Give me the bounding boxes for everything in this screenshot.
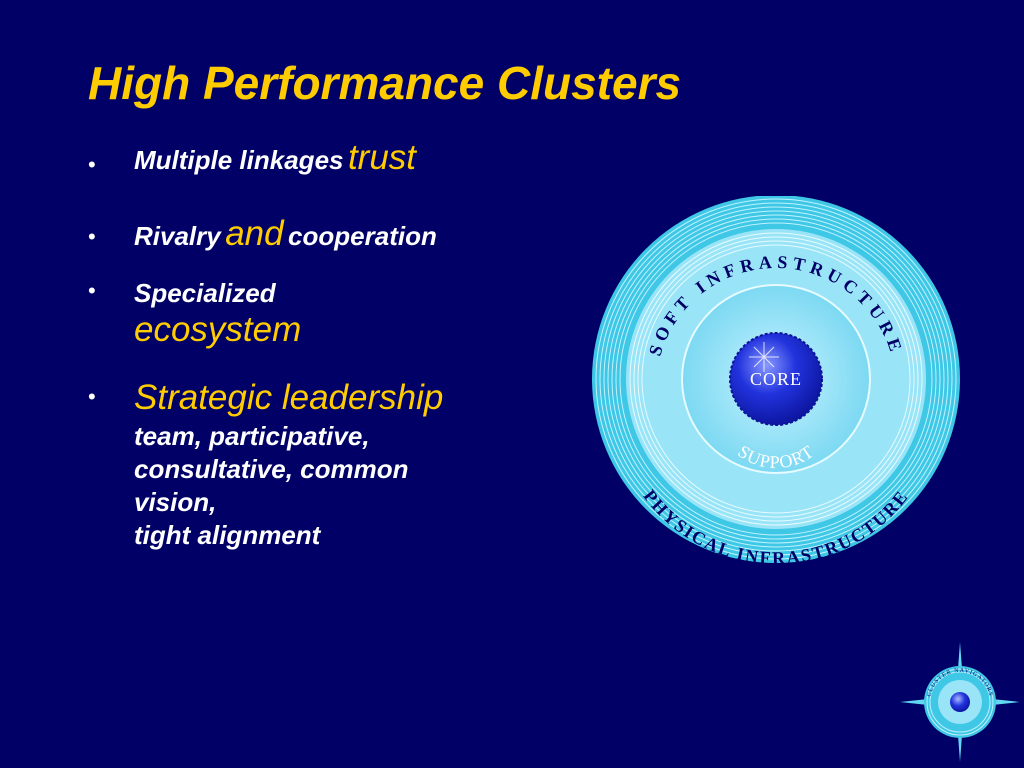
cluster-navigators-logo: CLUSTER NAVIGATORS [900, 642, 1020, 762]
slide-title: High Performance Clusters [88, 57, 682, 109]
bullet-subtext: vision, [134, 487, 217, 517]
bullet-text: Multiple linkages [134, 145, 344, 175]
bullet-subtext: consultative, common [134, 454, 409, 484]
bullet-rivalry: • Rivalry and cooperation [88, 214, 564, 254]
bullet-multiple-linkages: • Multiple linkages trust [88, 138, 564, 178]
bullet-highlight: Strategic leadership [134, 378, 444, 417]
bullet-specialized: • Specialized ecosystem [88, 276, 564, 350]
bullet-marker: • [88, 278, 96, 303]
core-sparkle [749, 342, 779, 372]
bullet-highlight: and [225, 214, 284, 253]
bullet-marker: • [88, 224, 96, 249]
bullet-text: Specialized [134, 278, 276, 308]
core-circle [729, 332, 823, 426]
bullet-strategic-leadership: • Strategic leadership team, participati… [88, 376, 564, 552]
bullet-marker: • [88, 384, 96, 409]
bullet-text: Rivalry [134, 221, 221, 251]
bullet-subtext: tight alignment [134, 520, 321, 550]
bullet-highlight: trust [347, 138, 417, 177]
bullet-marker: • [88, 152, 96, 177]
cluster-diagram: CORE SUPPORT SOFT INFRASTRUCTURE PHYSICA… [592, 196, 960, 566]
bullet-subtext: team, participative, [134, 421, 370, 451]
bullet-text: cooperation [288, 221, 437, 251]
core-label: CORE [750, 369, 802, 389]
bullet-highlight: ecosystem [134, 310, 302, 349]
